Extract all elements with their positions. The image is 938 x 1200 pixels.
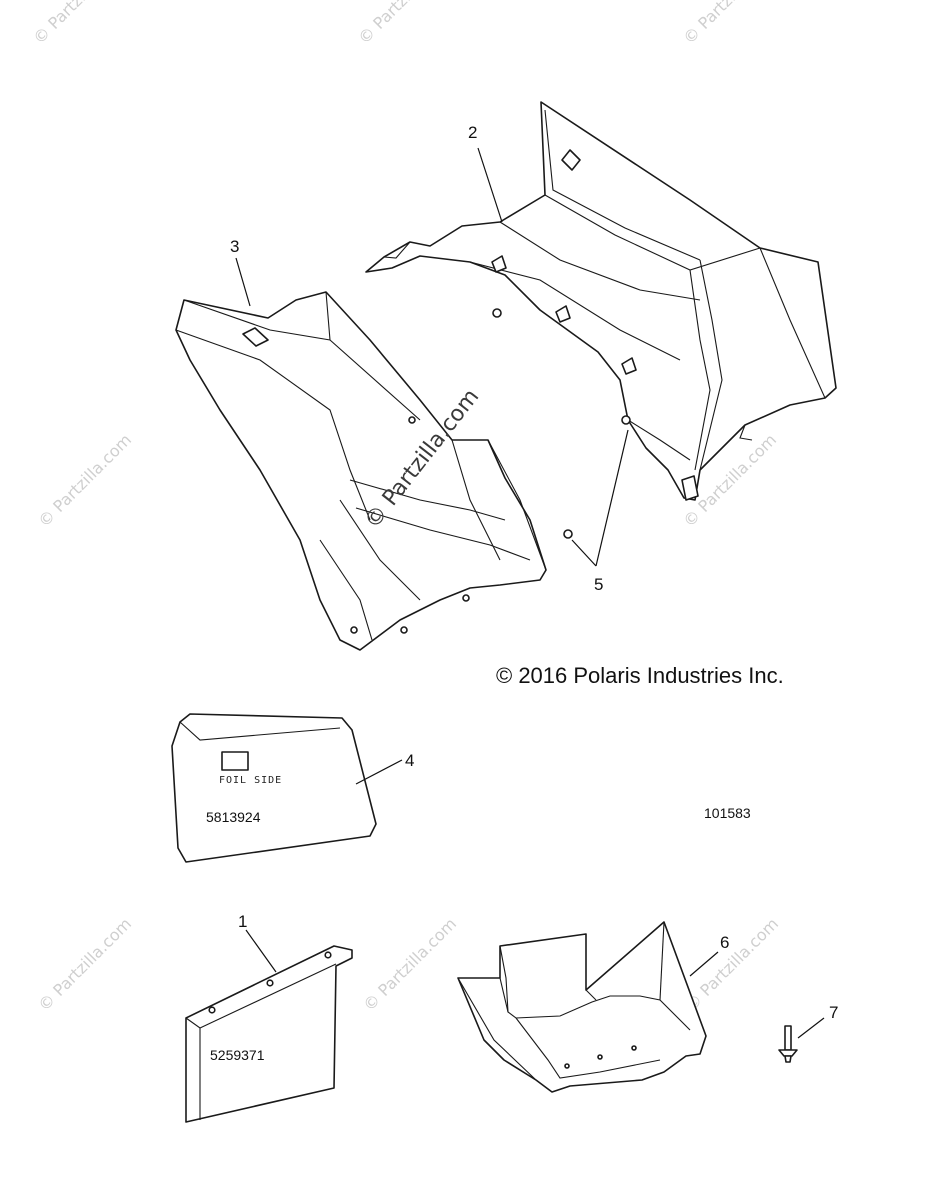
part-4-number: 5813924 [206,809,261,825]
watermark: © Partzilla.com [29,0,130,48]
watermark: © Partzilla.com [681,914,782,1015]
part-1-number: 5259371 [210,1047,265,1063]
part-3-side-panel [175,291,547,651]
watermark: © Partzilla.com [34,430,135,531]
callout-4: 4 [405,751,414,770]
part-7-screw [778,1017,825,1063]
watermark: © Partzilla.com [34,914,135,1015]
callout-7: 7 [829,1003,838,1022]
callout-1: 1 [238,912,247,931]
copyright-text: © 2016 Polaris Industries Inc. [496,663,784,688]
callout-3: 3 [230,237,239,256]
part-2-rear-panel [365,101,837,501]
part-1-bracket: 5259371 [185,929,353,1123]
foil-side-label: FOIL SIDE [219,775,282,786]
leader-line-2 [477,147,503,223]
watermark: © Partzilla.com [679,0,780,48]
diagram-number: 101583 [704,805,751,821]
part-4-foil-sheet: FOIL SIDE 5813924 [171,713,403,863]
part-6-heat-shield [457,921,719,1093]
part-5-fasteners [492,308,631,567]
callout-5: 5 [594,575,603,594]
callout-2: 2 [468,123,477,142]
callout-6: 6 [720,933,729,952]
watermark: © Partzilla.com [354,0,455,48]
watermark: © Partzilla.com [359,914,460,1015]
leader-line-3 [235,257,251,307]
